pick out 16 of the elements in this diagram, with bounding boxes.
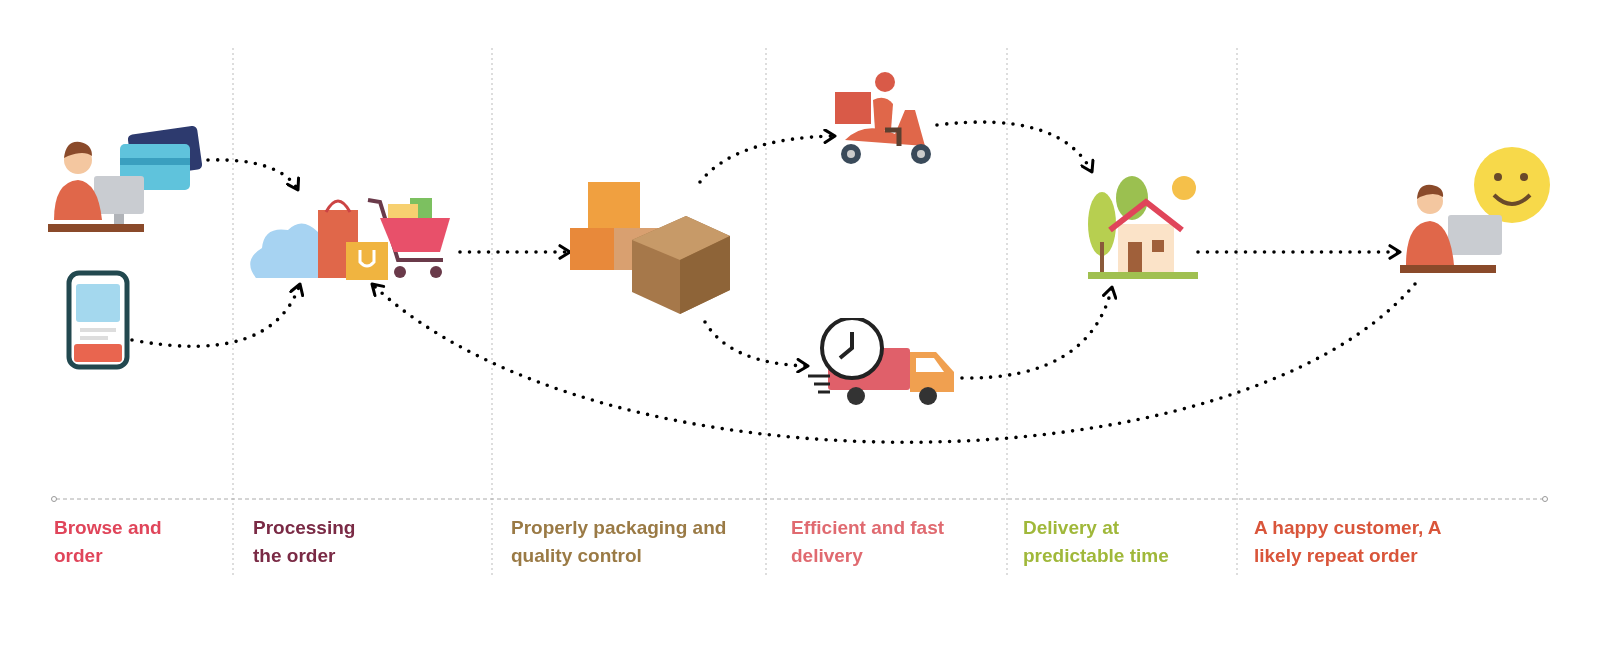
dotted-arrow <box>130 282 304 349</box>
smartphone-drawing <box>66 270 130 370</box>
stage-title: Properly packaging and quality control <box>511 516 728 568</box>
stage-title: A happy customer, A likely repeat order <box>1254 516 1442 568</box>
stage-title: Browse and order <box>54 516 163 568</box>
dotted-arrow <box>206 158 300 192</box>
stage-title: Efficient and fast delivery <box>791 516 946 568</box>
stage-title: Delivery at predictable time <box>1023 516 1170 568</box>
dotted-arrow <box>698 128 837 184</box>
dotted-arrow <box>1196 244 1402 260</box>
dotted-arrow <box>703 320 810 374</box>
stage-title: Processing the order <box>253 516 357 568</box>
dotted-arrow <box>960 285 1117 380</box>
dotted-arrow <box>458 244 572 260</box>
dotted-arrow <box>935 120 1094 174</box>
dotted-arrow <box>370 282 1417 445</box>
